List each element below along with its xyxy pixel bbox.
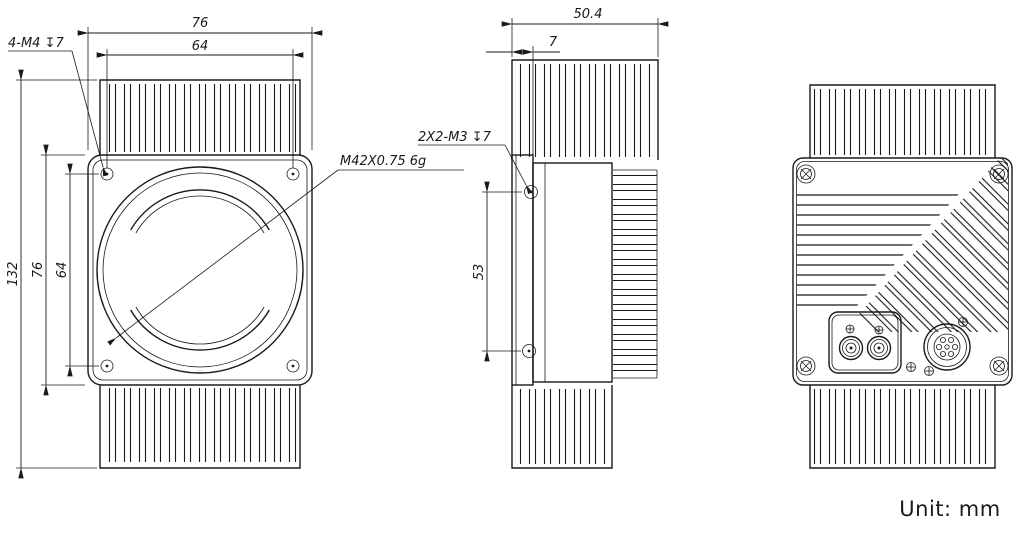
dim-front-total-height: 132 xyxy=(6,262,21,287)
plate-screw-right xyxy=(874,325,884,335)
side-top-heatsink xyxy=(511,59,659,160)
back-bottom-heatsink xyxy=(809,385,996,469)
connector-left xyxy=(838,335,864,361)
side-rear-fins xyxy=(613,169,658,379)
power-screw-bottom xyxy=(924,366,934,376)
front-top-heatsink xyxy=(99,79,301,155)
side-bottom-heatsink xyxy=(511,385,613,469)
label-corner-holes: 4-M4 ↧7 xyxy=(8,36,64,51)
front-plate xyxy=(87,154,313,386)
lens-mount xyxy=(96,166,304,374)
front-corner-holes xyxy=(100,167,300,373)
dim-plate-thickness: 7 xyxy=(549,35,558,50)
back-top-heatsink xyxy=(809,84,996,158)
small-screw-mid xyxy=(906,362,916,372)
front-bottom-heatsink xyxy=(99,385,301,469)
back-view xyxy=(792,84,1013,469)
side-dimensions: 50.4 7 53 2X2-M3 ↧7 xyxy=(418,7,669,362)
side-body xyxy=(532,162,613,383)
power-connector xyxy=(923,317,971,376)
side-mount-holes xyxy=(522,185,538,358)
dim-front-hole-spacing-h: 64 xyxy=(192,39,209,54)
dim-front-hole-spacing-v: 64 xyxy=(55,262,70,279)
unit-note: Unit: mm xyxy=(899,497,1000,521)
connector-right xyxy=(866,335,892,361)
screw-top-right xyxy=(989,164,1009,184)
front-view: 76 64 132 76 64 4-M4 ↧7 xyxy=(6,16,464,479)
dim-side-hole-spacing: 53 xyxy=(472,264,487,281)
back-corner-screws xyxy=(796,164,1009,376)
io-connector-plate xyxy=(828,311,902,374)
back-fin-texture xyxy=(797,158,1008,332)
dim-front-height: 76 xyxy=(31,262,46,279)
plate-screw-left xyxy=(845,324,855,334)
screw-bottom-left xyxy=(796,356,816,376)
back-body xyxy=(792,157,1013,386)
screw-top-left xyxy=(796,164,816,184)
dim-front-width: 76 xyxy=(192,16,209,31)
side-view: 50.4 7 53 2X2-M3 ↧7 xyxy=(418,7,669,469)
front-dimensions: 76 64 132 76 64 4-M4 ↧7 xyxy=(6,16,464,479)
dim-side-depth: 50.4 xyxy=(574,7,603,22)
screw-bottom-right xyxy=(989,356,1009,376)
power-screw-top xyxy=(958,317,968,327)
label-lens-mount: M42X0.75 6g xyxy=(340,154,426,169)
label-side-holes: 2X2-M3 ↧7 xyxy=(418,130,492,145)
